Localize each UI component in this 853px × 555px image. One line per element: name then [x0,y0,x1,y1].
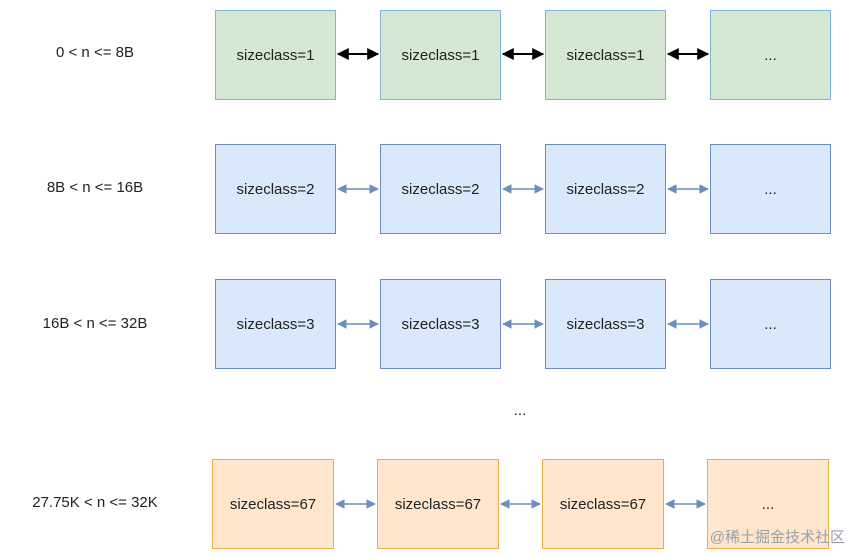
span-box-row-2-1: sizeclass=2 [215,144,336,234]
span-box-row-2-4: ... [710,144,831,234]
span-box-row-4-2: sizeclass=67 [377,459,499,549]
span-box-row-3-2: sizeclass=3 [380,279,501,369]
range-label-row-3: 16B < n <= 32B [42,315,148,332]
span-box-row-3-4: ... [710,279,831,369]
span-box-row-2-2: sizeclass=2 [380,144,501,234]
range-label-row-4: 27.75K < n <= 32K [32,494,158,511]
range-label-row-1: 0 < n <= 8B [56,44,134,61]
span-box-row-4-1: sizeclass=67 [212,459,334,549]
span-box-row-1-3: sizeclass=1 [545,10,666,100]
range-label-row-2: 8B < n <= 16B [46,179,144,196]
span-box-row-2-3: sizeclass=2 [545,144,666,234]
span-box-row-4-4: ... [707,459,829,549]
span-box-row-1-1: sizeclass=1 [215,10,336,100]
span-box-row-1-4: ... [710,10,831,100]
span-box-row-1-2: sizeclass=1 [380,10,501,100]
span-box-row-3-3: sizeclass=3 [545,279,666,369]
rows-ellipsis: ... [513,402,527,419]
span-box-row-4-3: sizeclass=67 [542,459,664,549]
watermark: @稀土掘金技术社区 [709,529,845,546]
span-box-row-3-1: sizeclass=3 [215,279,336,369]
